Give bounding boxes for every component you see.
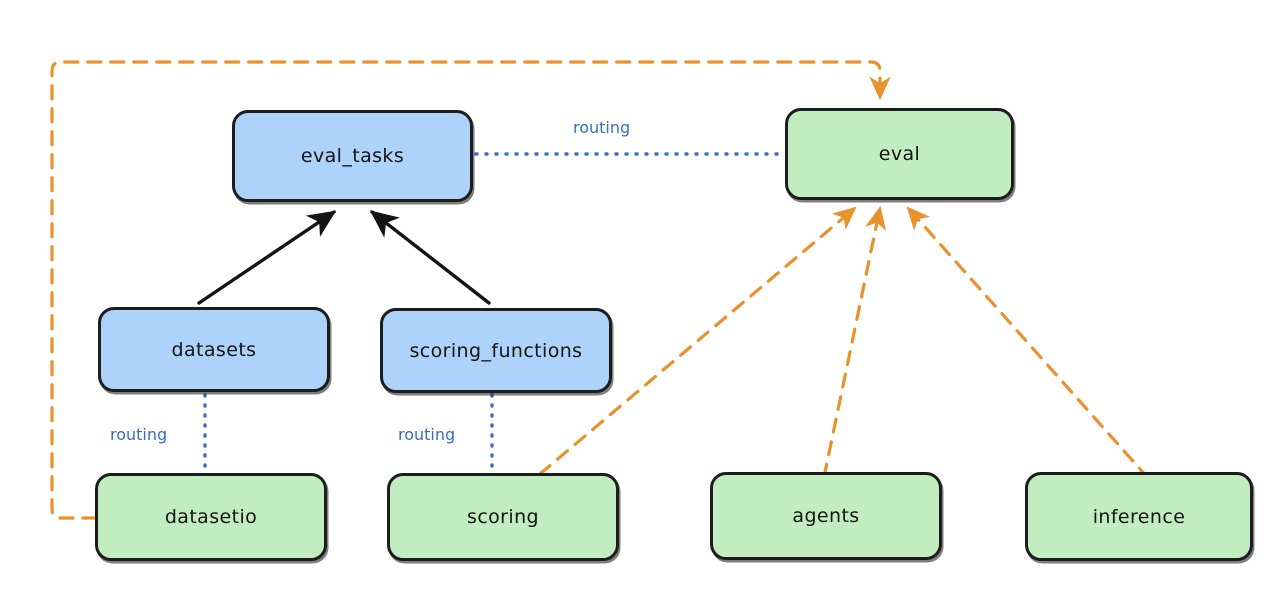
node-label-inference: inference — [1092, 505, 1186, 528]
edge-label-routing-scoring-functions-scoring: routing — [398, 425, 456, 444]
edge-scoring-to-eval — [538, 206, 857, 476]
node-label-eval: eval — [878, 143, 921, 165]
node-label-eval-tasks: eval_tasks — [300, 145, 405, 167]
node-label-datasetio: datasetio — [164, 506, 258, 528]
node-eval-tasks[interactable]: eval_tasks — [232, 110, 473, 202]
node-label-scoring-functions: scoring_functions — [409, 339, 583, 362]
node-datasetio[interactable]: datasetio — [95, 473, 327, 561]
node-inference[interactable]: inference — [1025, 472, 1253, 561]
node-label-datasets: datasets — [171, 338, 257, 361]
edge-datasetio-to-eval — [50, 60, 891, 520]
edge-datasets-to-eval-tasks — [197, 210, 337, 305]
node-label-scoring: scoring — [467, 506, 539, 528]
node-scoring[interactable]: scoring — [387, 473, 619, 561]
node-label-agents: agents — [792, 505, 860, 527]
edge-inference-to-eval — [906, 206, 1150, 480]
edge-label-routing-eval-tasks-eval: routing — [573, 118, 631, 137]
node-agents[interactable]: agents — [710, 472, 942, 560]
node-scoring-functions[interactable]: scoring_functions — [380, 308, 612, 393]
edge-agents-to-eval — [822, 205, 887, 479]
node-eval[interactable]: eval — [785, 108, 1014, 200]
edge-label-routing-datasets-datasetio: routing — [110, 425, 168, 444]
node-datasets[interactable]: datasets — [98, 307, 330, 392]
edge-scoring-functions-to-eval-tasks — [369, 210, 491, 305]
